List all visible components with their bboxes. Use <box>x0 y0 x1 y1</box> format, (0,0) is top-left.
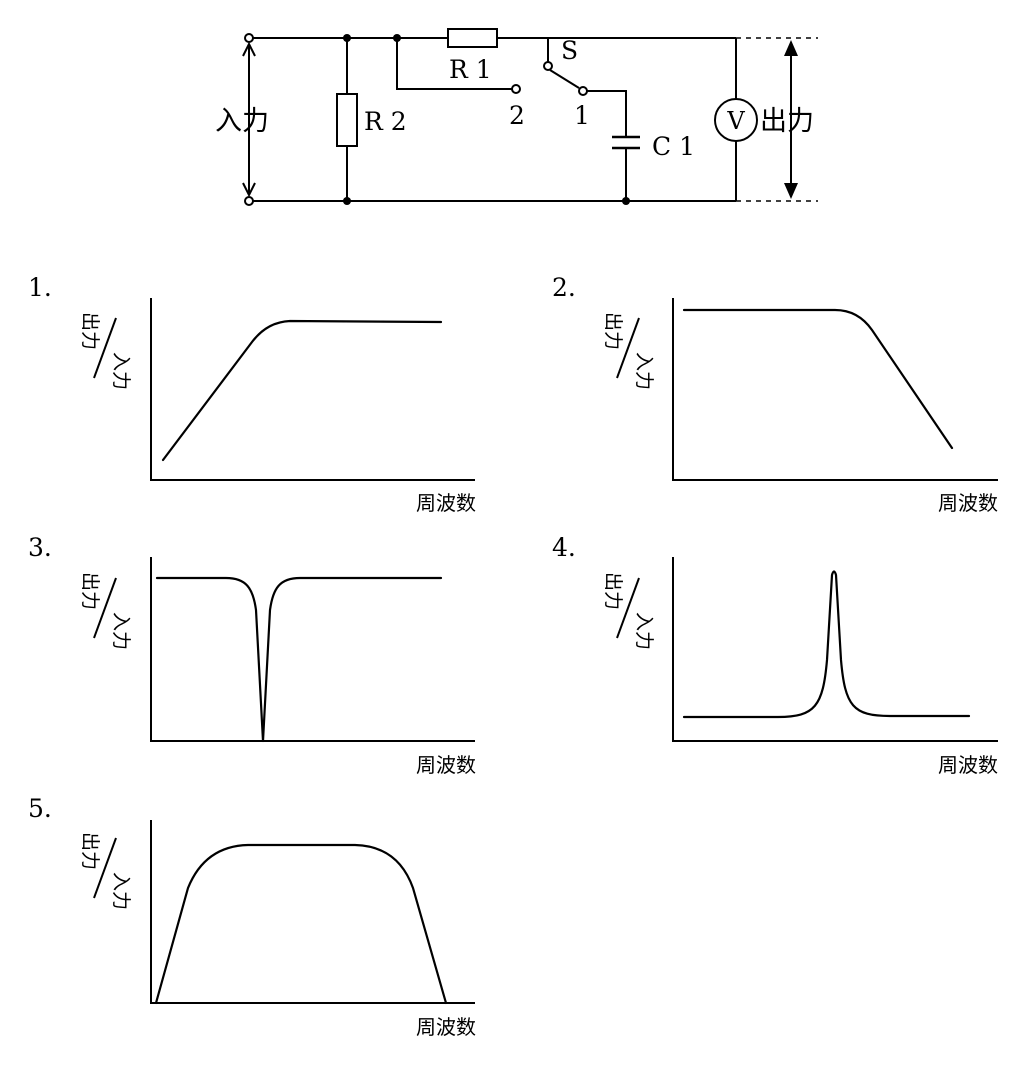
junction-c1-bottom <box>622 197 630 205</box>
graph-2: 2. 出力 入力 周波数 <box>552 273 998 515</box>
graph-2-ylabel-top: 出力 <box>602 312 624 350</box>
graph-3-curve <box>155 576 443 743</box>
voltmeter-symbol: V <box>726 107 745 135</box>
output-label: 出力 <box>760 106 814 137</box>
graph-2-curve <box>682 308 954 450</box>
graph-5: 5. 出力 入力 周波数 <box>28 794 476 1039</box>
resistor-r2 <box>336 93 358 147</box>
graph-1-xlabel: 周波数 <box>416 491 476 515</box>
graph-4-ylabel-top: 出力 <box>602 572 624 610</box>
graph-2-xlabel: 周波数 <box>938 491 998 515</box>
c1-lead-top <box>587 90 627 137</box>
r2-label: R 2 <box>364 107 407 136</box>
graph-1-number: 1. <box>28 273 52 302</box>
graph-2-ylabel-slash <box>616 317 640 379</box>
input-terminal-bottom <box>244 196 254 206</box>
resistor-r1 <box>447 28 498 48</box>
graph-2-axes <box>672 298 998 481</box>
graph-1-ylabel-slash <box>93 317 117 379</box>
input-arrow-head-top <box>242 41 256 57</box>
graph-1-ylabel-top: 出力 <box>79 312 101 350</box>
graph-3-xlabel: 周波数 <box>416 753 476 777</box>
graph-3-axes <box>150 557 475 742</box>
r1-label: R 1 <box>449 55 492 84</box>
graph-4-xlabel: 周波数 <box>938 753 998 777</box>
graph-4-axes <box>672 557 998 742</box>
switch-label: S <box>561 36 578 65</box>
graph-5-ylabel-slash <box>93 837 117 899</box>
circuit-schematic: 入力 R 2 2 R 1 S 1 C 1 V 出力 <box>215 28 818 206</box>
graph-5-xlabel: 周波数 <box>416 1015 476 1039</box>
switch-blade <box>549 69 580 89</box>
graph-3-ylabel-top: 出力 <box>79 572 101 610</box>
graph-3-ylabel-bottom: 入力 <box>110 612 132 650</box>
graph-5-curve <box>154 843 448 1005</box>
terminal-2-label: 2 <box>509 101 525 130</box>
output-arrow-head-bottom <box>784 183 798 199</box>
bypass-wire <box>396 38 512 90</box>
graph-5-ylabel-top: 出力 <box>79 832 101 870</box>
switch-terminal-2 <box>511 84 521 94</box>
input-arrow-head-bottom <box>242 182 256 198</box>
graph-3: 3. 出力 入力 周波数 <box>28 533 476 777</box>
graph-4-ylabel-slash <box>616 577 640 639</box>
graph-1-ylabel-bottom: 入力 <box>110 352 132 390</box>
graph-1-curve <box>161 319 443 462</box>
graph-2-number: 2. <box>552 273 576 302</box>
graph-3-ylabel-slash <box>93 577 117 639</box>
switch-terminal-1 <box>578 86 588 96</box>
graph-2-ylabel-bottom: 入力 <box>633 352 655 390</box>
graph-4: 4. 出力 入力 周波数 <box>552 533 998 777</box>
input-label: 入力 <box>215 106 269 137</box>
graph-5-ylabel-bottom: 入力 <box>110 872 132 910</box>
output-arrow-head-top <box>784 40 798 56</box>
graph-5-number: 5. <box>28 794 52 823</box>
graph-3-number: 3. <box>28 533 52 562</box>
graph-1: 1. 出力 入力 周波数 <box>28 273 476 515</box>
graph-4-number: 4. <box>552 533 576 562</box>
graph-4-curve <box>682 570 971 719</box>
graph-4-ylabel-bottom: 入力 <box>633 612 655 650</box>
graph-5-axes <box>150 820 475 1004</box>
graph-1-axes <box>150 298 475 481</box>
terminal-1-label: 1 <box>574 101 590 130</box>
input-terminal-top <box>244 33 254 43</box>
c1-label: C 1 <box>652 132 695 161</box>
switch-pivot <box>543 61 553 71</box>
